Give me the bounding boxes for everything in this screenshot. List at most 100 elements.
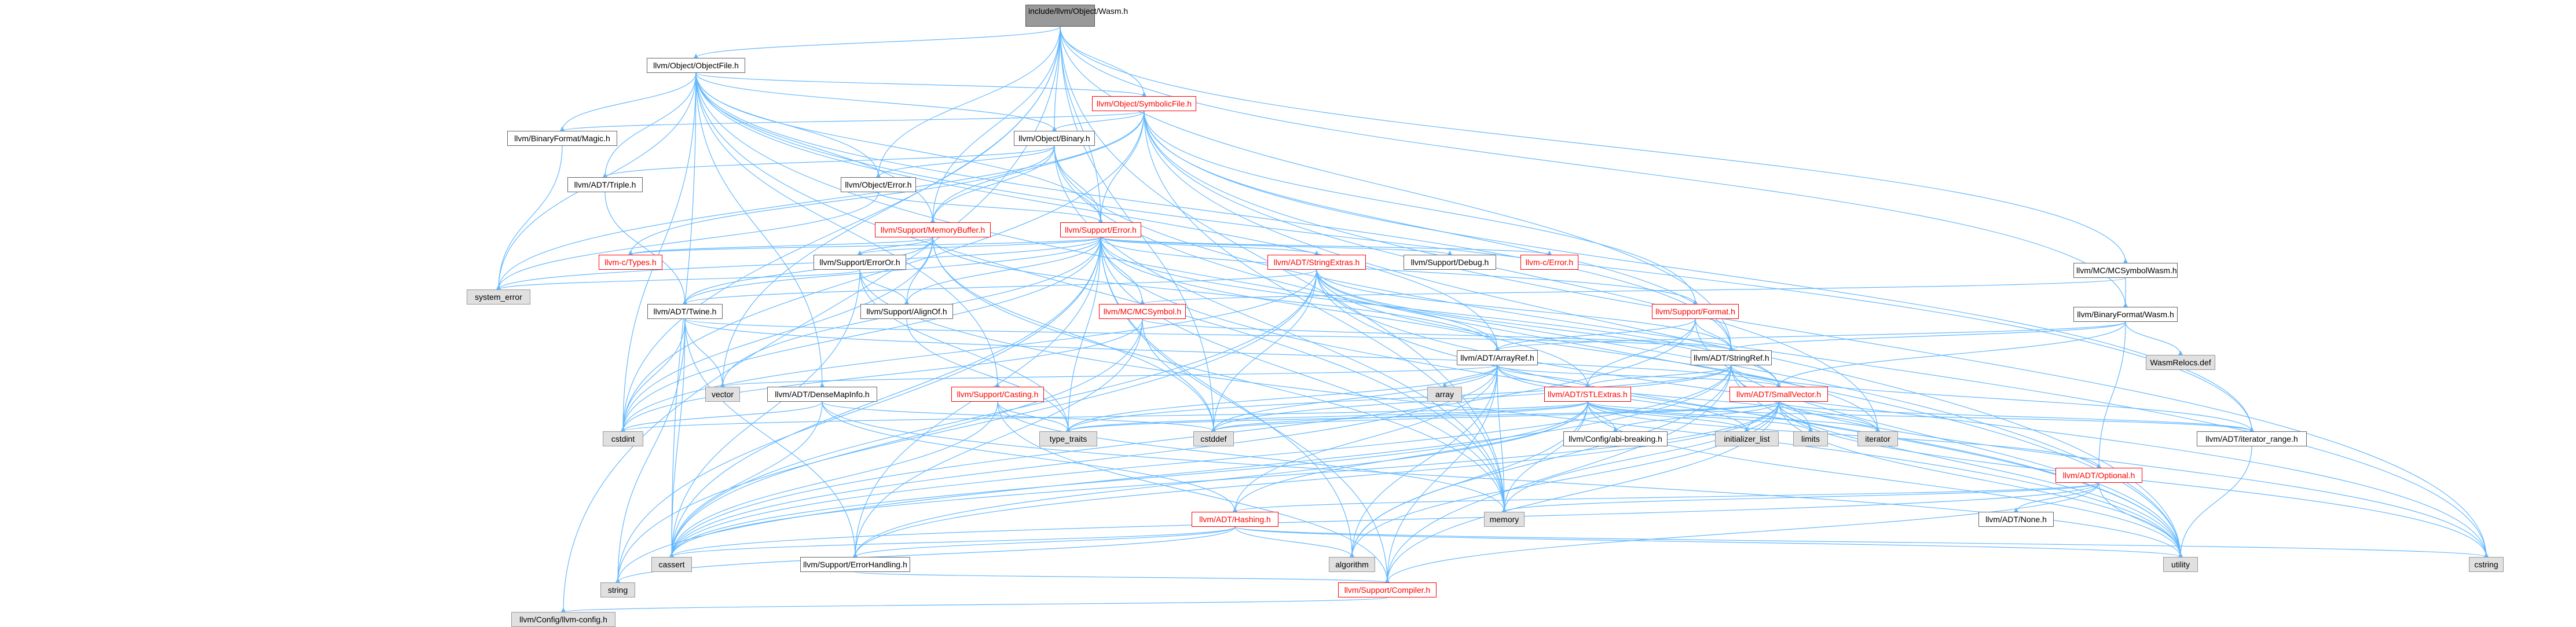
edge-errhandling-to-compiler bbox=[855, 571, 1390, 584]
graph-node-binary[interactable]: llvm/Object/Binary.h bbox=[1014, 131, 1095, 146]
edge-optional-to-cassert bbox=[669, 482, 2099, 558]
graph-node-mcsymwasm[interactable]: llvm/MC/MCSymbolWasm.h bbox=[2073, 263, 2178, 278]
edge-objfile-to-stringref bbox=[695, 72, 1734, 351]
graph-node-iterrange[interactable]: llvm/ADT/iterator_range.h bbox=[2197, 431, 2307, 446]
edge-stlext-to-iterrange bbox=[1587, 401, 2255, 432]
graph-node-limits[interactable]: limits bbox=[1793, 431, 1828, 446]
graph-node-iterator[interactable]: iterator bbox=[1857, 431, 1898, 446]
edge-objfile-to-utility bbox=[695, 72, 2183, 558]
graph-node-cerror[interactable]: llvm-c/Error.h bbox=[1520, 255, 1578, 270]
edge-smallvec-to-utility bbox=[1778, 401, 2183, 558]
graph-node-compiler[interactable]: llvm/Support/Compiler.h bbox=[1338, 582, 1437, 597]
edge-symfile-to-utility bbox=[1144, 111, 2183, 558]
edge-objfile-to-densemapinfo bbox=[695, 72, 825, 387]
edge-stlextras-to-cstring bbox=[1316, 269, 2489, 558]
graph-node-wasmrelocs[interactable]: WasmRelocs.def bbox=[2146, 355, 2215, 370]
graph-node-optional[interactable]: llvm/ADT/Optional.h bbox=[2055, 468, 2142, 483]
graph-node-debug[interactable]: llvm/Support/Debug.h bbox=[1404, 255, 1496, 270]
edge-stringref-to-stlext bbox=[1585, 365, 1732, 387]
graph-node-mcsymbol[interactable]: llvm/MC/MCSymbol.h bbox=[1099, 304, 1186, 319]
edge-stringref-to-iterrange bbox=[1731, 365, 2255, 432]
graph-node-triple[interactable]: llvm/ADT/Triple.h bbox=[567, 177, 643, 192]
edge-twine-to-cstdint bbox=[620, 318, 686, 432]
edge-bfwasm-to-wasmrelocs bbox=[2125, 321, 2183, 355]
edge-stlextras-to-iterator bbox=[1316, 269, 1881, 432]
graph-node-sysrerr[interactable]: system_error bbox=[467, 289, 530, 305]
graph-node-array[interactable]: array bbox=[1427, 387, 1462, 402]
graph-node-llvmconfig[interactable]: llvm/Config/llvm-config.h bbox=[511, 612, 615, 627]
graph-node-cfgabi[interactable]: llvm/Config/abi-breaking.h bbox=[1563, 431, 1668, 446]
edge-smallvec-to-memory bbox=[1501, 401, 1779, 512]
edge-superr-to-twine bbox=[682, 237, 1101, 305]
graph-node-memory[interactable]: memory bbox=[1484, 512, 1525, 527]
edge-arrayref-to-typetraits bbox=[1065, 365, 1498, 432]
graph-node-format[interactable]: llvm/Support/Format.h bbox=[1652, 304, 1739, 319]
edge-smallvec-to-limits bbox=[1778, 401, 1813, 432]
graph-node-arrayref[interactable]: llvm/ADT/ArrayRef.h bbox=[1457, 350, 1538, 365]
edge-optional-to-hashing bbox=[1232, 482, 2099, 513]
graph-node-cassert[interactable]: cassert bbox=[651, 557, 692, 572]
edge-bfmagic-to-sysrerr bbox=[496, 145, 563, 290]
edge-membuf-to-errorof bbox=[857, 237, 933, 255]
edge-smallvec-to-algorithm bbox=[1349, 401, 1779, 558]
edge-stlextras-to-arrayref bbox=[1316, 269, 1500, 351]
graph-node-cstdint[interactable]: cstdint bbox=[603, 431, 643, 446]
graph-node-casting[interactable]: llvm/Support/Casting.h bbox=[951, 387, 1044, 402]
graph-node-smallvec[interactable]: llvm/ADT/SmallVector.h bbox=[1729, 387, 1828, 402]
graph-node-stlext[interactable]: llvm/ADT/STLExtras.h bbox=[1544, 387, 1631, 402]
edge-hashing-to-algorithm bbox=[1234, 526, 1355, 558]
edge-superr-to-sysrerr bbox=[496, 237, 1101, 290]
graph-node-cstring[interactable]: cstring bbox=[2469, 557, 2504, 572]
edge-errorof-to-sysrerr bbox=[496, 269, 860, 290]
edge-stlext-to-optional bbox=[1587, 401, 2102, 468]
graph-node-errorof[interactable]: llvm/Support/ErrorOr.h bbox=[814, 255, 906, 270]
edge-mcsymbol-to-cassert bbox=[669, 318, 1143, 558]
graph-node-utility[interactable]: utility bbox=[2163, 557, 2198, 572]
graph-node-stlextras[interactable]: llvm/ADT/StringExtras.h bbox=[1267, 255, 1366, 270]
edge-symfile-to-cstring bbox=[1144, 111, 2489, 558]
edge-smallvec-to-typetraits bbox=[1065, 401, 1779, 432]
graph-node-root[interactable]: include/llvm/Object/Wasm.h bbox=[1025, 5, 1128, 27]
graph-node-typetraits[interactable]: type_traits bbox=[1039, 431, 1097, 446]
graph-node-objerror[interactable]: llvm/Object/Error.h bbox=[841, 177, 916, 192]
graph-node-adtnone[interactable]: llvm/ADT/None.h bbox=[1978, 512, 2054, 527]
graph-node-symfile[interactable]: llvm/Object/SymbolicFile.h bbox=[1092, 96, 1196, 111]
edge-superr-to-debug bbox=[1100, 237, 1453, 256]
graph-node-objfile[interactable]: llvm/Object/ObjectFile.h bbox=[647, 58, 745, 73]
edge-smallvec-to-cstddef bbox=[1211, 401, 1779, 432]
edge-superr-to-string bbox=[615, 237, 1101, 583]
edge-superr-to-mcsymbol bbox=[1100, 237, 1145, 305]
graph-node-vector[interactable]: vector bbox=[705, 387, 740, 402]
edge-membuf-to-alignof bbox=[904, 237, 933, 305]
edge-stlext-to-initlist bbox=[1587, 401, 1750, 432]
edge-objfile-to-casting bbox=[695, 72, 1001, 387]
edge-symfile-to-binary bbox=[1051, 111, 1145, 131]
graph-node-ctypes[interactable]: llvm-c/Types.h bbox=[599, 255, 662, 270]
edge-binary-to-memory bbox=[1054, 145, 1507, 512]
edge-densemapinfo-to-utility bbox=[822, 401, 2183, 558]
graph-node-superr[interactable]: llvm/Support/Error.h bbox=[1060, 222, 1141, 237]
graph-node-alignof[interactable]: llvm/Support/AlignOf.h bbox=[860, 304, 953, 319]
edge-hashing-to-utility bbox=[1234, 526, 2183, 558]
graph-node-stringref[interactable]: llvm/ADT/StringRef.h bbox=[1691, 350, 1772, 365]
graph-node-twine[interactable]: llvm/ADT/Twine.h bbox=[647, 304, 723, 319]
graph-node-hashing[interactable]: llvm/ADT/Hashing.h bbox=[1192, 512, 1278, 527]
graph-node-bfwasm[interactable]: llvm/BinaryFormat/Wasm.h bbox=[2073, 307, 2178, 322]
edge-twine-to-stringref bbox=[684, 318, 1734, 351]
graph-node-membuf[interactable]: llvm/Support/MemoryBuffer.h bbox=[875, 222, 991, 237]
edge-root-to-mcsymwasm bbox=[1060, 26, 2128, 263]
edge-stlextras-to-stringref bbox=[1316, 269, 1734, 351]
graph-node-algorithm[interactable]: algorithm bbox=[1329, 557, 1375, 572]
edge-smallvec-to-iterrange bbox=[1778, 401, 2255, 432]
edge-format-to-arrayref bbox=[1494, 318, 1696, 351]
graph-node-initlist[interactable]: initializer_list bbox=[1715, 431, 1779, 446]
edge-superr-to-stlextras bbox=[1100, 237, 1320, 255]
edge-superr-to-cstdint bbox=[620, 237, 1101, 432]
graph-node-errhandling[interactable]: llvm/Support/ErrorHandling.h bbox=[800, 557, 910, 572]
graph-node-cstddef[interactable]: cstddef bbox=[1193, 431, 1234, 446]
graph-node-string[interactable]: string bbox=[600, 582, 635, 597]
edge-compiler-to-llvmconfig bbox=[560, 597, 1388, 613]
graph-node-densemapinfo[interactable]: llvm/ADT/DenseMapInfo.h bbox=[767, 387, 877, 402]
edge-superr-to-typetraits bbox=[1065, 237, 1101, 432]
graph-node-bfmagic[interactable]: llvm/BinaryFormat/Magic.h bbox=[507, 131, 617, 146]
